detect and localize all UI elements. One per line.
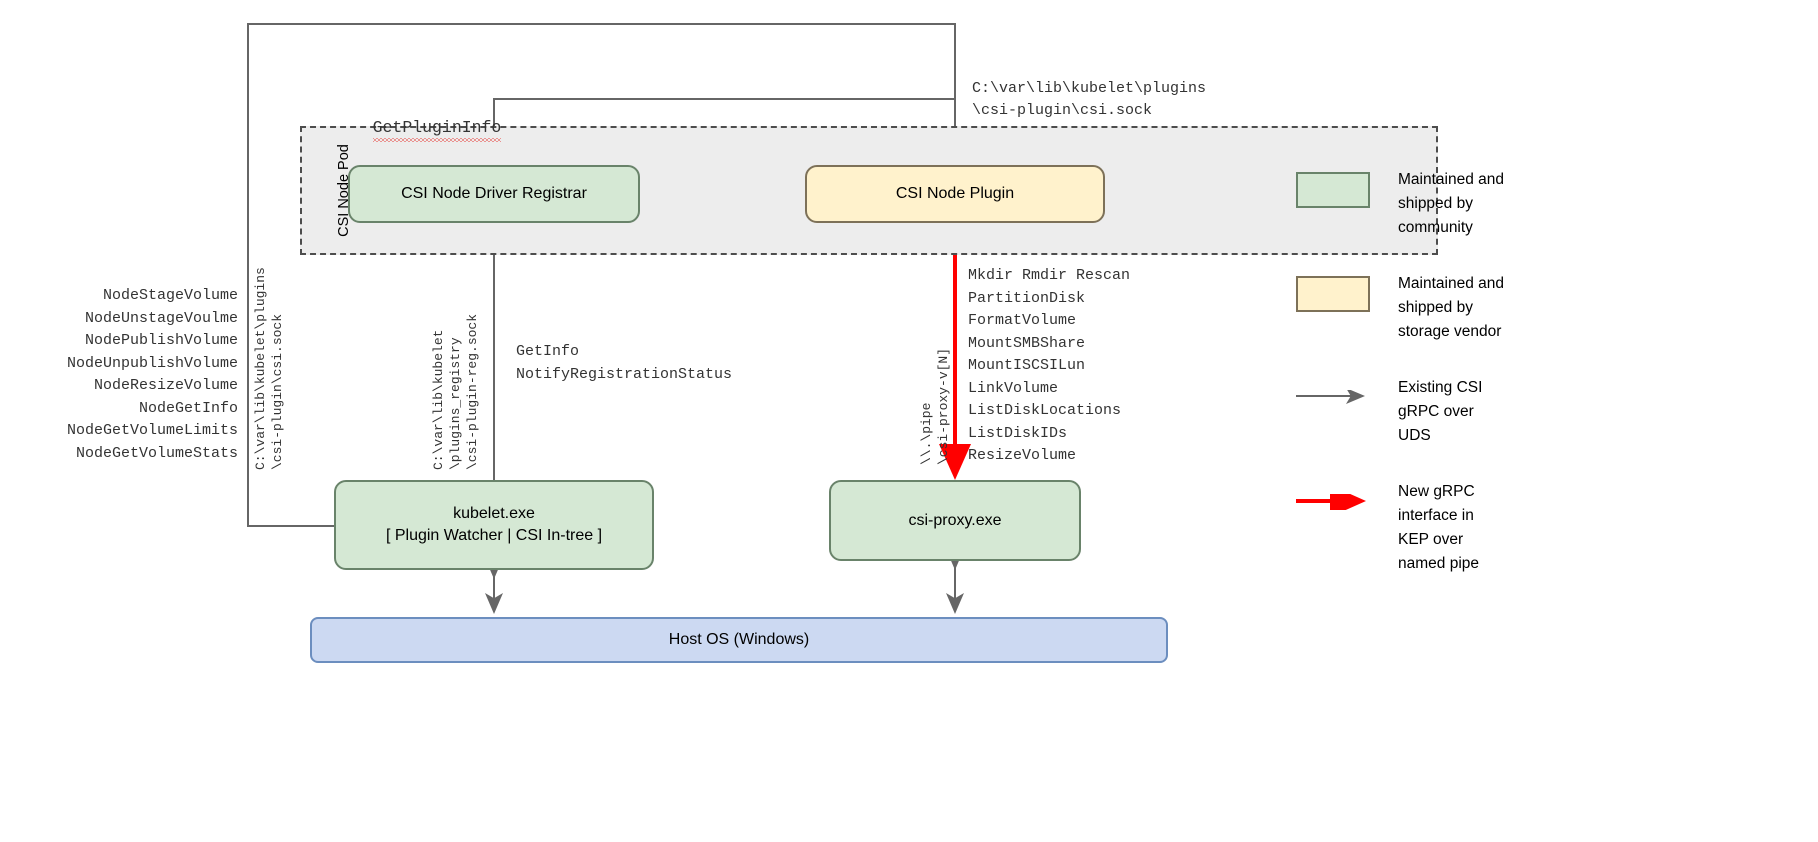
box-host-os[interactable]: Host OS (Windows): [310, 617, 1168, 663]
legend-item-existing-grpc: Existing CSI gRPC over UDS: [1296, 376, 1796, 448]
label-node-service-rpc-list: NodeStageVolume NodeUnstageVoulme NodePu…: [66, 287, 238, 462]
legend-label-existing-grpc: Existing CSI gRPC over UDS: [1398, 379, 1483, 444]
box-csi-node-driver-registrar[interactable]: CSI Node Driver Registrar: [348, 165, 640, 223]
box-kubelet-exe-title: kubelet.exe: [453, 505, 535, 523]
box-csi-proxy-exe[interactable]: csi-proxy.exe: [829, 480, 1081, 561]
legend-item-new-grpc: New gRPC interface in KEP over named pip…: [1296, 480, 1796, 576]
legend-arrow-red-wrap: [1296, 480, 1374, 510]
legend-arrow-gray-icon: [1296, 390, 1365, 404]
legend-arrow-gray-wrap: [1296, 376, 1374, 404]
label-named-pipe-rotated: \\.\pipe \csi-proxy-v[N]: [919, 347, 951, 465]
box-kubelet-exe[interactable]: kubelet.exe [ Plugin Watcher | CSI In-tr…: [334, 480, 654, 570]
legend-item-vendor: Maintained and shipped by storage vendor: [1296, 272, 1796, 344]
legend-label-vendor: Maintained and shipped by storage vendor: [1398, 275, 1504, 340]
label-csi-proxy-api-list: Mkdir Rmdir Rescan PartitionDisk FormatV…: [968, 267, 1131, 464]
label-get-plugin-info-text: GetPluginInfo: [372, 118, 502, 142]
legend-swatch-community-wrap: [1296, 168, 1374, 208]
legend-label-new-grpc: New gRPC interface in KEP over named pip…: [1398, 483, 1480, 572]
label-uds-plugin-socket-path-rotated: C:\var\lib\kubelet\plugins \csi-plugin\c…: [253, 267, 285, 470]
label-csi-plugin-socket-path: C:\var\lib\kubelet\plugins \csi-plugin\c…: [972, 80, 1207, 119]
legend-swatch-vendor-wrap: [1296, 272, 1374, 312]
label-registration-rpcs: GetInfo NotifyRegistrationStatus: [516, 343, 733, 383]
label-get-plugin-info: GetPluginInfo: [333, 99, 501, 156]
box-host-os-label: Host OS (Windows): [668, 631, 810, 648]
legend-arrow-red-icon: [1296, 494, 1366, 510]
legend-swatch-community-icon: [1296, 172, 1370, 208]
box-kubelet-exe-subtitle: [ Plugin Watcher | CSI In-tree ]: [385, 527, 603, 544]
box-csi-node-driver-registrar-label: CSI Node Driver Registrar: [401, 185, 587, 203]
box-csi-node-plugin-label: CSI Node Plugin: [895, 185, 1015, 203]
legend: Maintained and shipped by community Main…: [1296, 168, 1796, 608]
label-uds-registry-socket-path-rotated: C:\var\lib\kubelet \plugins_registry \cs…: [431, 313, 480, 470]
legend-swatch-vendor-icon: [1296, 276, 1370, 312]
legend-item-community: Maintained and shipped by community: [1296, 168, 1796, 240]
connector-kubelet-to-node-plugin: [247, 23, 964, 527]
legend-label-community: Maintained and shipped by community: [1398, 171, 1504, 236]
box-csi-proxy-exe-label: csi-proxy.exe: [908, 511, 1002, 529]
box-csi-node-plugin[interactable]: CSI Node Plugin: [805, 165, 1105, 223]
